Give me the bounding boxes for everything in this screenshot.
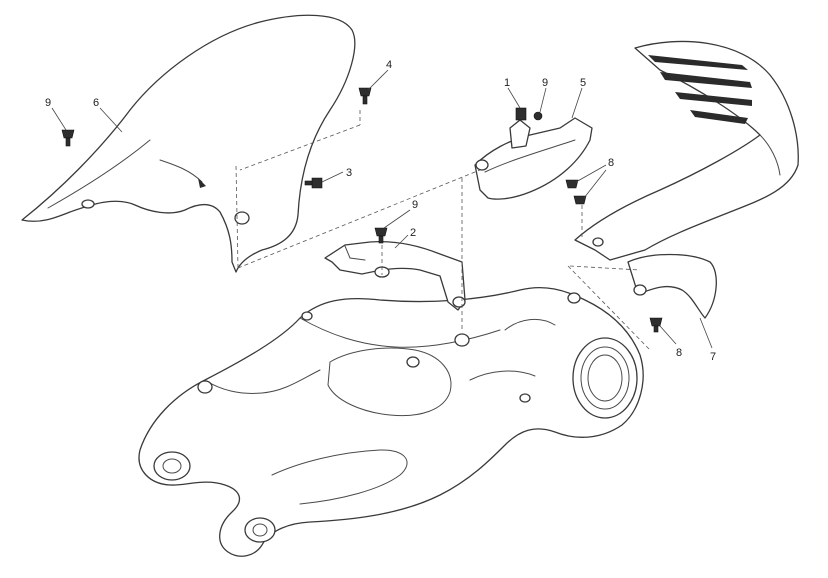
bolt-4: [358, 87, 372, 105]
bolt-9-left: [61, 129, 75, 147]
fasteners: [61, 87, 663, 333]
callout-9-centre: 9: [412, 199, 418, 211]
callout-8-upper: 8: [608, 157, 614, 169]
callout-8-lower: 8: [676, 347, 682, 359]
bolt-3: [304, 177, 323, 189]
bolt-8-upper-b: [573, 195, 587, 205]
callout-2: 2: [410, 227, 416, 239]
callout-9-right: 9: [542, 77, 548, 89]
rear-mudguard: [21, 14, 356, 273]
clip-1: [515, 107, 527, 121]
bolt-8-lower: [649, 317, 663, 333]
callout-7: 7: [710, 351, 716, 363]
leader-lines: [51, 69, 713, 351]
swingarm: [138, 287, 644, 557]
callout-9-left: 9: [45, 97, 51, 109]
callout-6-left: 6: [93, 97, 99, 109]
bolt-8-upper-a: [565, 179, 579, 189]
callout-3: 3: [346, 167, 352, 179]
callout-4: 4: [386, 59, 392, 71]
tail-cover: [574, 40, 799, 319]
callout-1: 1: [504, 77, 510, 89]
bolt-9-right: [533, 111, 543, 121]
chain-guard: [474, 117, 593, 200]
callouts: 9 6 4 3 9 2 1 9 5 8 8 7: [45, 59, 716, 363]
bolt-9-centre: [374, 227, 388, 244]
callout-5: 5: [580, 77, 586, 89]
